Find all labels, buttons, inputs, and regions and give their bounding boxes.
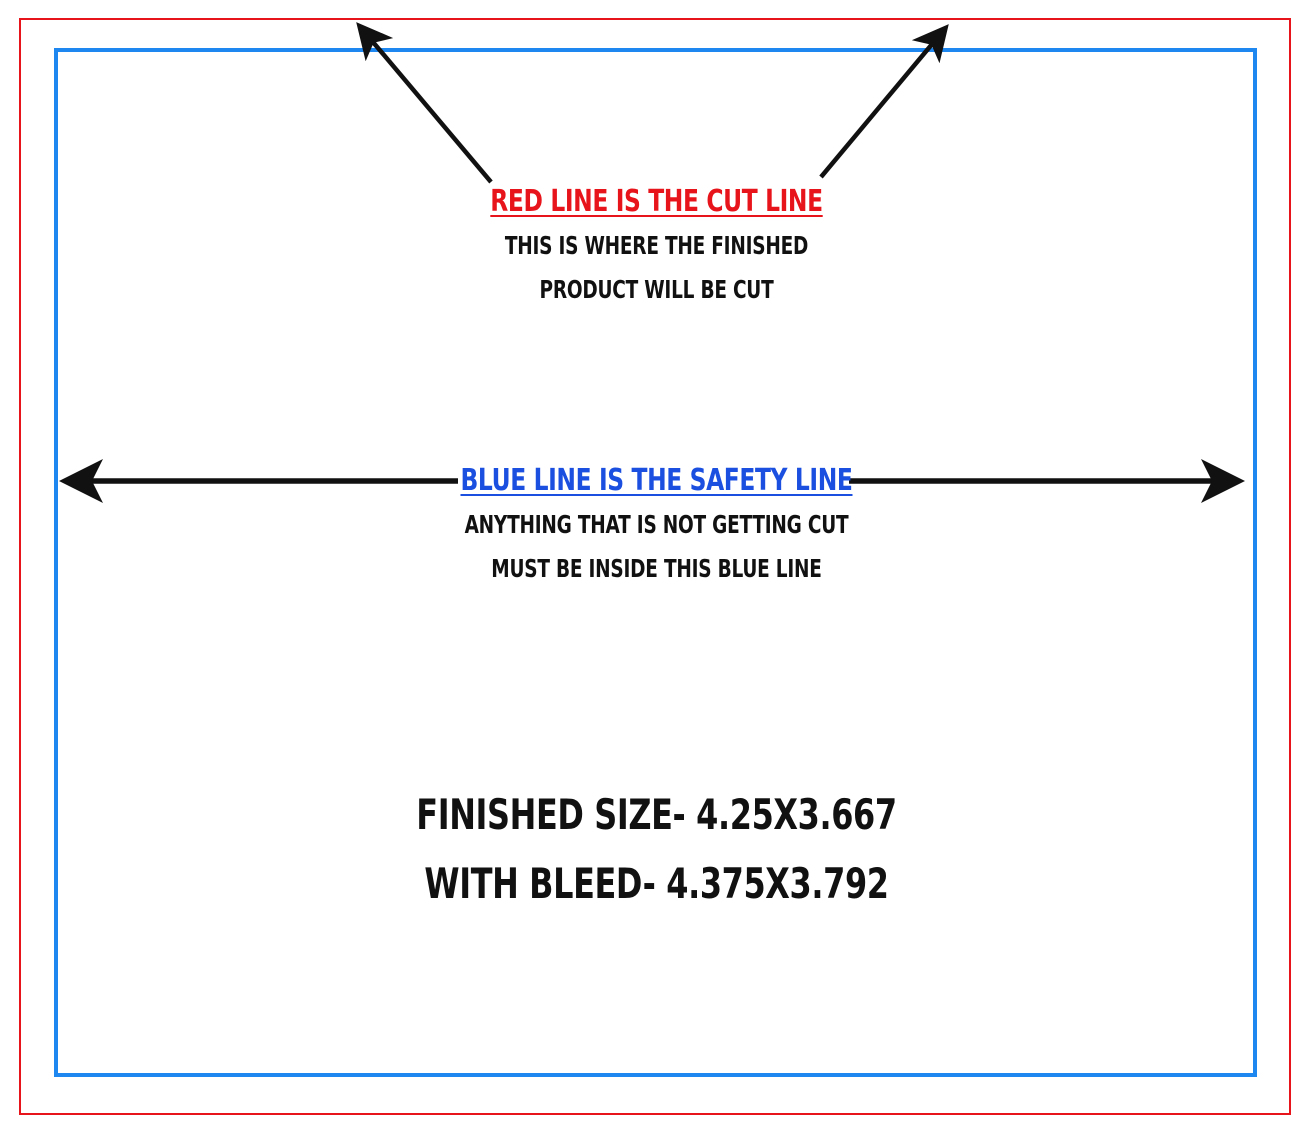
cut-line-left-arrow <box>356 22 493 184</box>
bleed-size-text: WITH BLEED- 4.375X3.792 <box>424 859 889 908</box>
safety-line-heading: BLUE LINE IS THE SAFETY LINE <box>460 463 853 498</box>
cut-line-heading: RED LINE IS THE CUT LINE <box>490 184 823 219</box>
finished-size-text: FINISHED SIZE- 4.25X3.667 <box>416 790 897 839</box>
safety-line-description-line-2: MUST BE INSIDE THIS BLUE LINE <box>491 554 822 583</box>
cut-line-description-line-1: THIS IS WHERE THE FINISHED <box>504 231 809 260</box>
cut-line-right-arrow <box>819 24 949 179</box>
safety-line-description-line-1: ANYTHING THAT IS NOT GETTING CUT <box>464 510 849 539</box>
blue-safety-line-border <box>54 48 1257 1077</box>
cut-line-description-line-2: PRODUCT WILL BE CUT <box>539 275 774 304</box>
red-cut-line-border <box>19 18 1291 1115</box>
